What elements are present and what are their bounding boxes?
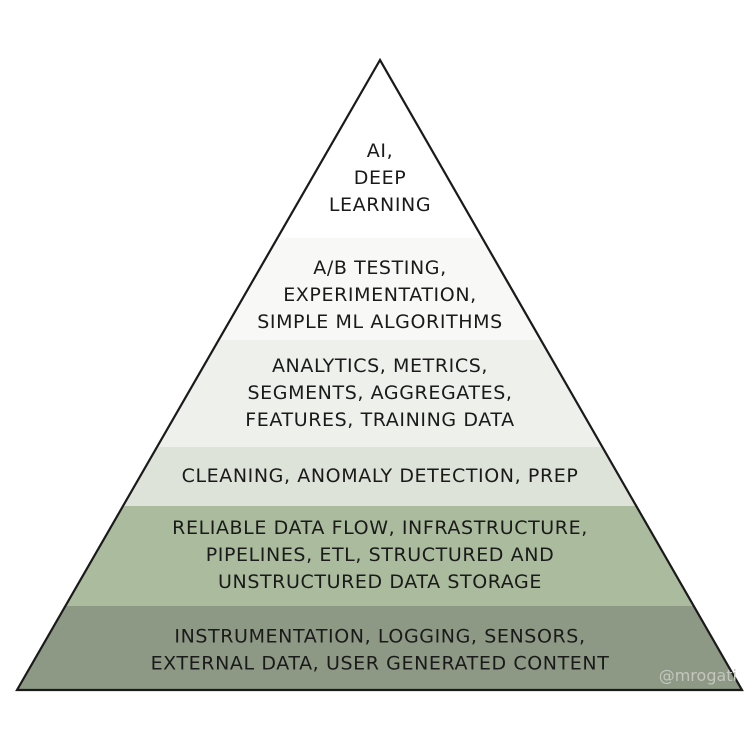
tier-5-line-1: EXTERNAL DATA, USER GENERATED CONTENT xyxy=(151,653,610,675)
tier-0-line-1: DEEP xyxy=(354,167,407,189)
pyramid-tier-5 xyxy=(17,606,742,690)
watermark-handle: @mrogati xyxy=(658,666,737,685)
tier-4-line-2: UNSTRUCTURED DATA STORAGE xyxy=(218,571,542,593)
tier-4-line-0: RELIABLE DATA FLOW, INFRASTRUCTURE, xyxy=(172,517,588,539)
pyramid-labels: AI, DEEP LEARNING A/B TESTING, EXPERIMENTATI… xyxy=(151,140,610,675)
tier-4-line-1: PIPELINES, ETL, STRUCTURED AND xyxy=(206,544,555,566)
tier-1-line-0: A/B TESTING, xyxy=(313,257,447,279)
pyramid-outline xyxy=(15,57,744,692)
tier-2-line-0: ANALYTICS, METRICS, xyxy=(272,355,488,377)
tier-5-line-0: INSTRUMENTATION, LOGGING, SENSORS, xyxy=(174,626,585,648)
tier-1-line-1: EXPERIMENTATION, xyxy=(283,284,477,306)
tier-2-line-2: FEATURES, TRAINING DATA xyxy=(245,409,515,431)
tier-0-line-0: AI, xyxy=(367,140,393,162)
pyramid-tier-4 xyxy=(17,506,742,606)
tier-2-line-1: SEGMENTS, AGGREGATES, xyxy=(247,382,512,404)
tier-0-line-2: LEARNING xyxy=(329,194,431,216)
tier-1-line-2: SIMPLE ML ALGORITHMS xyxy=(257,311,503,333)
tier-3-line-0: CLEANING, ANOMALY DETECTION, PREP xyxy=(182,465,579,487)
